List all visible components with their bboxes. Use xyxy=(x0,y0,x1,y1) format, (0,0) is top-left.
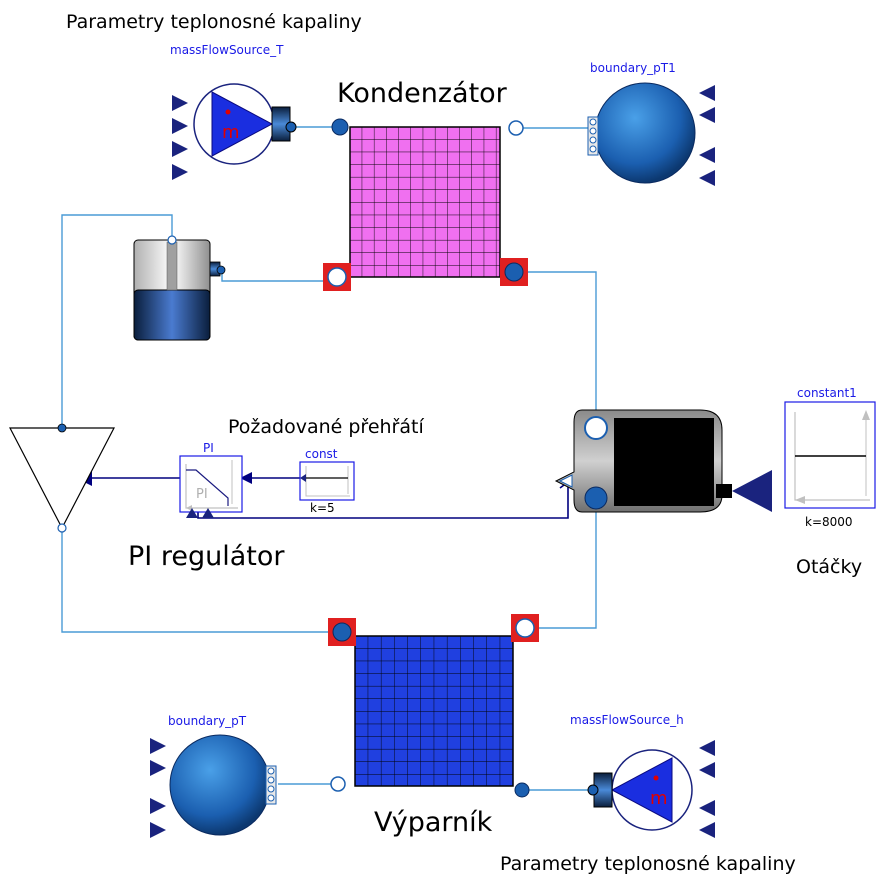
condenser[interactable] xyxy=(323,118,528,291)
port-b[interactable] xyxy=(515,618,535,638)
bottom-param-label: Parametry teplonosné kapaliny xyxy=(500,853,796,875)
port-c[interactable] xyxy=(327,267,347,287)
port-c[interactable] xyxy=(330,776,346,792)
pi-controller[interactable] xyxy=(179,455,243,518)
boundary-bottom[interactable] xyxy=(150,734,277,838)
evaporator[interactable] xyxy=(328,614,539,798)
boundary-top[interactable] xyxy=(587,82,715,186)
input-arrow-icon xyxy=(150,738,166,754)
line-receiver-to-condenser xyxy=(221,270,330,282)
input-arrow-icon xyxy=(699,800,715,816)
mass-flow-source-top[interactable] xyxy=(172,83,297,180)
input-arrow-icon xyxy=(699,740,715,756)
port-a[interactable] xyxy=(331,118,349,136)
boundary-top-label: boundary_pT1 xyxy=(590,61,676,75)
input-arrow-icon xyxy=(699,147,715,163)
line-valve-to-evaporator xyxy=(61,528,342,633)
line-condenser-to-compressor xyxy=(516,271,597,422)
boundary-port-strip xyxy=(265,765,277,805)
input-arrow-icon xyxy=(150,798,166,814)
input-arrow-icon xyxy=(699,170,715,186)
port-b[interactable] xyxy=(508,120,524,136)
receiver-tank[interactable] xyxy=(133,235,226,341)
mdot-symbol: m xyxy=(650,788,668,809)
input-arrow-icon xyxy=(172,118,188,134)
speed-label: Otáčky xyxy=(796,556,862,578)
expansion-valve[interactable] xyxy=(9,423,115,533)
mdot-symbol: m xyxy=(222,122,240,143)
constant1-value: k=8000 xyxy=(805,515,853,529)
signal-arrow-pi xyxy=(240,472,252,484)
evaporator-label: Výparník xyxy=(374,807,493,838)
constant1-block[interactable] xyxy=(784,401,876,509)
input-arrow-icon xyxy=(699,762,715,778)
input-arrow-icon xyxy=(172,141,188,157)
input-arrow-icon xyxy=(150,760,166,776)
input-arrow-icon xyxy=(699,107,715,123)
input-arrow-icon xyxy=(699,822,715,838)
signal-compressor-to-pi xyxy=(197,480,569,519)
compressor[interactable] xyxy=(554,409,772,513)
const-label: const xyxy=(305,447,338,461)
flow-triangle-icon xyxy=(211,91,274,157)
const-value: k=5 xyxy=(310,501,335,515)
mass-flow-bottom-label: massFlowSource_h xyxy=(570,713,684,727)
superheat-label: Požadované přehřátí xyxy=(228,416,424,438)
input-arrow-icon xyxy=(172,95,188,111)
port-outlet[interactable] xyxy=(584,486,608,510)
pi-label: PI xyxy=(203,441,214,455)
input-arrow-icon xyxy=(150,822,166,838)
flow-triangle-icon xyxy=(610,757,673,823)
input-arrow-icon xyxy=(202,508,214,518)
top-param-label: Parametry teplonosné kapaliny xyxy=(66,11,362,33)
mass-flow-top-label: massFlowSource_T xyxy=(170,43,284,57)
port-d[interactable] xyxy=(514,782,530,798)
condenser-label: Kondenzátor xyxy=(337,78,508,109)
boundary-port-strip xyxy=(587,116,599,156)
line-compressor-to-evaporator xyxy=(524,500,597,629)
pi-regulator-label: PI regulátor xyxy=(128,541,285,572)
mass-flow-source-bottom[interactable] xyxy=(587,740,715,838)
const-block[interactable] xyxy=(299,461,355,501)
line-receiver-top-to-valve xyxy=(61,214,173,428)
input-arrow-icon xyxy=(699,85,715,101)
constant1-label: constant1 xyxy=(797,386,857,400)
input-arrow-icon xyxy=(172,164,188,180)
port-d[interactable] xyxy=(504,262,524,282)
port-inlet[interactable] xyxy=(584,416,608,440)
input-arrow-icon xyxy=(186,508,198,518)
boundary-bottom-label: boundary_pT xyxy=(168,714,247,728)
pi-inner-label: PI xyxy=(196,487,208,502)
port-a[interactable] xyxy=(332,622,352,642)
